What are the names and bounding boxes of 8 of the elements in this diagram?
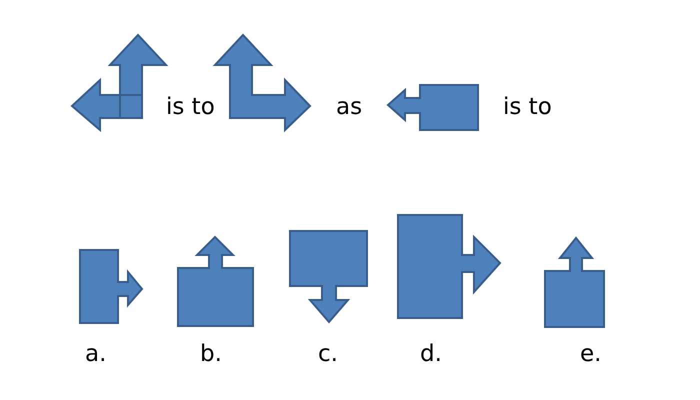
option-label: b.: [200, 343, 222, 366]
analogy-word: as: [336, 96, 362, 119]
option-label: c.: [318, 343, 338, 366]
option-label: a.: [85, 343, 106, 366]
analogy-word: is to: [503, 96, 552, 119]
analogy-word: is to: [166, 96, 215, 119]
option-label: e.: [580, 343, 602, 366]
option-label: d.: [420, 343, 442, 366]
